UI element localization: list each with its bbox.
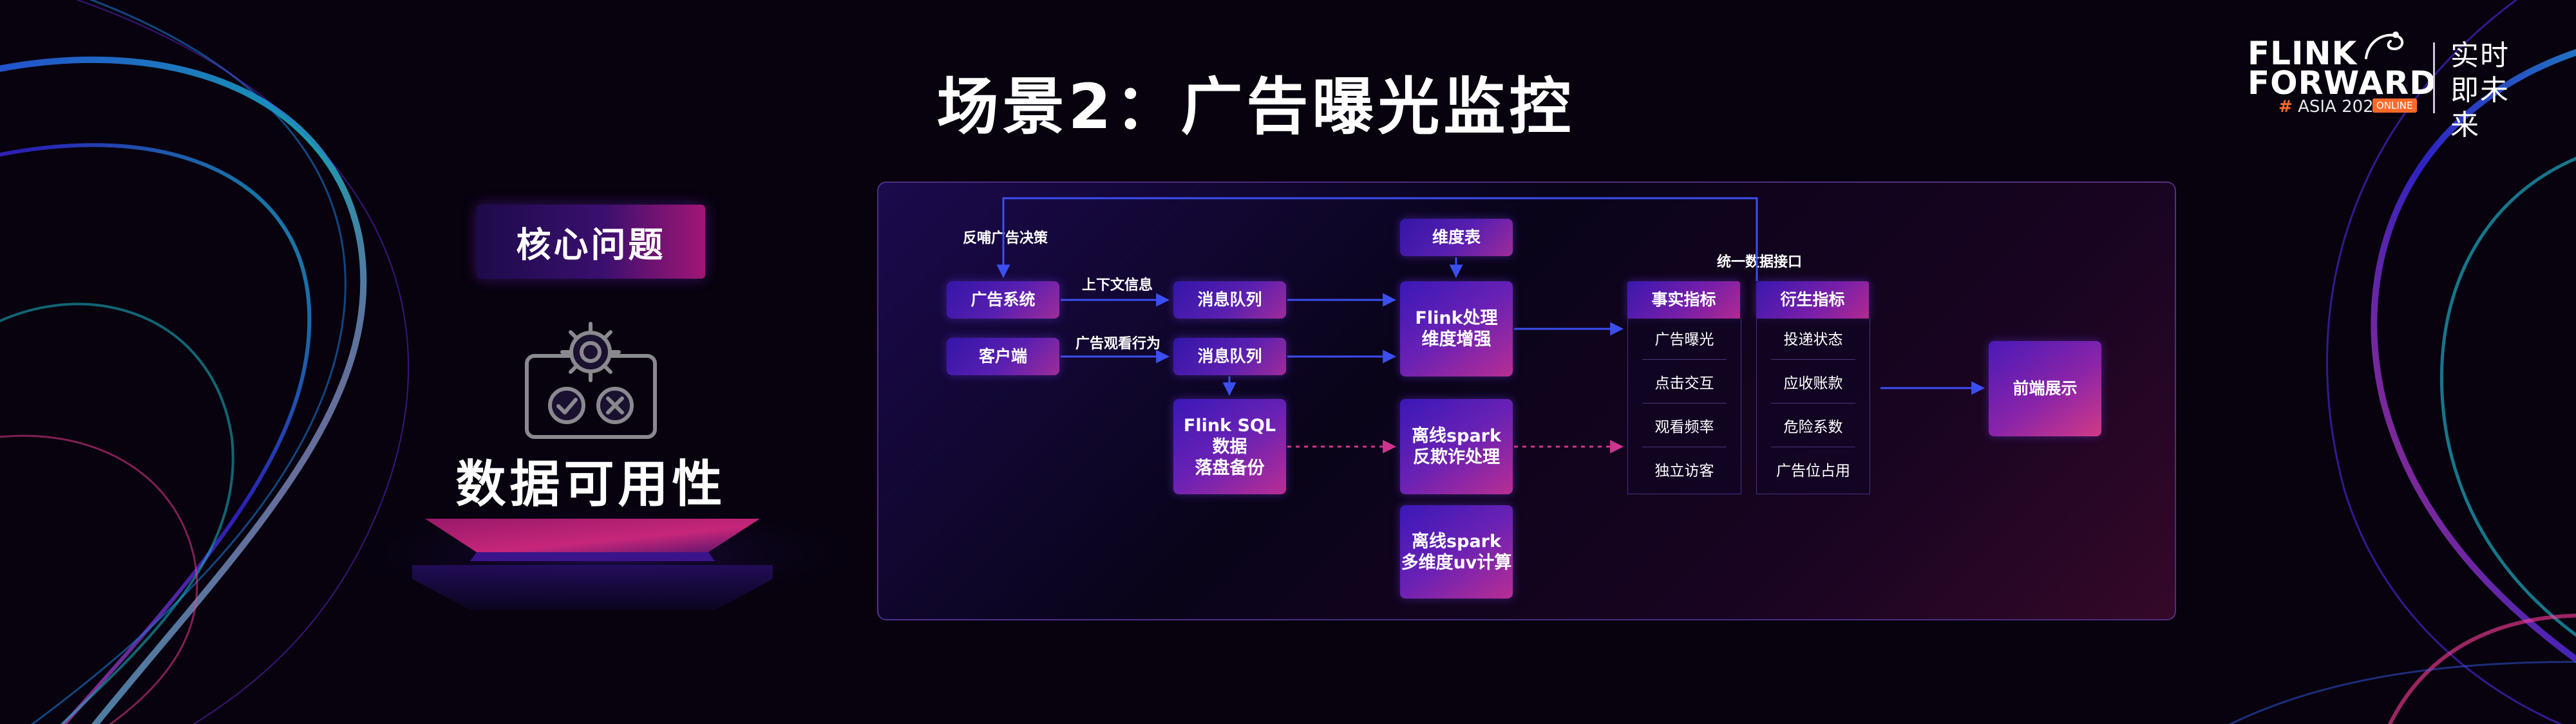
squirrel-logo-icon — [2365, 32, 2404, 59]
fact-metric-item: 独立访客 — [1654, 463, 1714, 479]
logo-edition-text: ASIA 2022 — [2298, 97, 2385, 116]
logo-online-badge: ONLINE — [2372, 98, 2417, 113]
fact-metric-item: 广告曝光 — [1654, 331, 1714, 348]
diagram-frame — [877, 181, 2176, 620]
node-dimension-table: 维度表 — [1400, 219, 1513, 256]
divider — [1642, 403, 1727, 404]
fact-metrics-header: 事实指标 — [1627, 281, 1740, 319]
fact-metric-item: 点击交互 — [1654, 375, 1714, 392]
logo-line-flink: FLINK — [2248, 35, 2358, 72]
core-problem-label: 核心问题 — [516, 225, 666, 265]
derived-metric-item: 危险系数 — [1783, 419, 1843, 436]
derived-metric-item: 广告位占用 — [1776, 463, 1850, 479]
derived-metrics-header: 衍生指标 — [1756, 281, 1869, 319]
unified-api-label: 统一数据接口 — [1717, 254, 1803, 270]
derived-metrics-list: 投递状态 应收账款 危险系数 广告位占用 — [1756, 319, 1870, 494]
logo-line-forward: FORWARD — [2248, 64, 2437, 102]
fact-metric-item: 观看频率 — [1654, 419, 1714, 436]
derived-metric-item: 应收账款 — [1783, 375, 1843, 392]
pedestal-base — [412, 519, 773, 610]
logo-slogan: 实时即未来 — [2450, 39, 2510, 142]
node-spark-anti-fraud: 离线spark 反欺诈处理 — [1400, 399, 1513, 494]
feedback-label: 反哺广告决策 — [963, 230, 1048, 246]
context-info-label: 上下文信息 — [1082, 277, 1153, 293]
node-flink-sql-backup: Flink SQL 数据 落盘备份 — [1173, 399, 1286, 494]
logo-divider — [2433, 42, 2435, 113]
node-client: 客户端 — [947, 338, 1059, 375]
logo-edition: # ASIA 2022 — [2278, 98, 2384, 116]
node-flink-processing: Flink处理 维度增强 — [1400, 281, 1513, 376]
data-availability-title: 数据可用性 — [455, 456, 726, 514]
gear-check-cross-icon — [525, 322, 657, 439]
ad-view-behavior-label: 广告观看行为 — [1075, 336, 1161, 352]
core-problem-box: 核心问题 — [477, 205, 705, 279]
divider — [1771, 403, 1855, 404]
node-spark-uv: 离线spark 多维度uv计算 — [1400, 505, 1513, 599]
divider — [1771, 359, 1855, 360]
page-title: 场景2：广告曝光监控 — [936, 71, 1575, 143]
node-frontend-display: 前端展示 — [1989, 341, 2101, 436]
node-message-queue-2: 消息队列 — [1173, 338, 1286, 375]
derived-metric-item: 投递状态 — [1783, 331, 1843, 348]
node-ad-system: 广告系统 — [947, 281, 1059, 319]
node-message-queue-1: 消息队列 — [1173, 281, 1286, 319]
divider — [1642, 359, 1727, 360]
fact-metrics-list: 广告曝光 点击交互 观看频率 独立访客 — [1627, 319, 1741, 494]
logo-hash: # — [2278, 97, 2293, 116]
